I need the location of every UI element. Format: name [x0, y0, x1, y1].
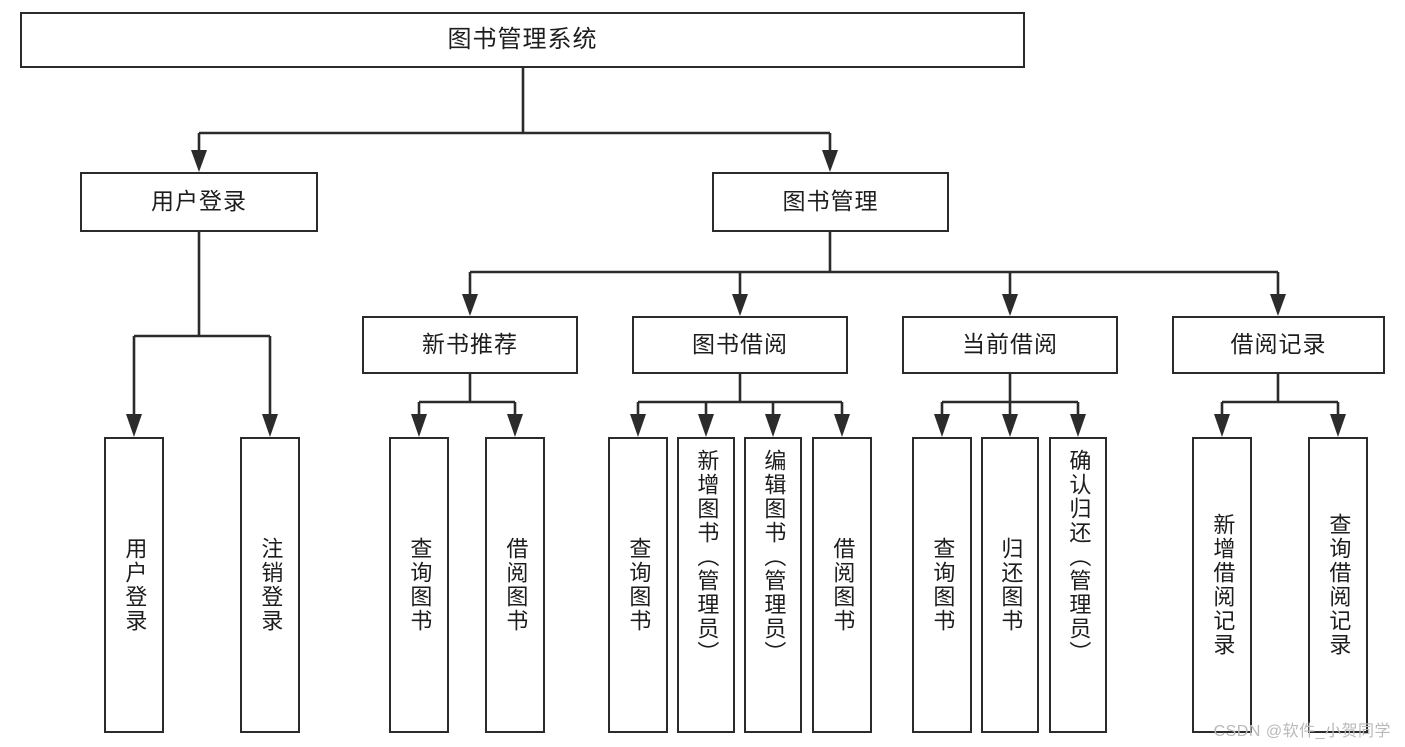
node-leaf-user-login[interactable]: 用户登录 [104, 437, 164, 733]
arrow-head-leaf-add-book [698, 414, 714, 437]
node-label: 新书推荐 [422, 331, 518, 358]
node-leaf-add-book[interactable]: 新增图书（管理员） [677, 437, 735, 733]
node-label: 用户登录 [151, 188, 247, 215]
node-leaf-logout[interactable]: 注销登录 [240, 437, 300, 733]
node-label: 查询图书 [930, 537, 956, 633]
node-label: 当前借阅 [962, 331, 1058, 358]
node-leaf-query-borrow-record[interactable]: 查询借阅记录 [1308, 437, 1368, 733]
node-label: 借阅图书 [830, 537, 856, 633]
arrow-head-leaf-logout [262, 414, 278, 437]
node-new-book-recommend[interactable]: 新书推荐 [362, 316, 578, 374]
arrow-head-leaf-query-book-1 [411, 414, 427, 437]
node-leaf-add-borrow-record[interactable]: 新增借阅记录 [1192, 437, 1252, 733]
node-leaf-borrow-book-recommend[interactable]: 借阅图书 [485, 437, 545, 733]
arrow-head-leaf-edit-book [765, 414, 781, 437]
node-label: 图书管理 [782, 188, 879, 215]
arrow-head-leaf-user-login [126, 414, 142, 437]
node-leaf-query-book-current[interactable]: 查询图书 [912, 437, 972, 733]
node-label: 注销登录 [258, 537, 284, 633]
arrow-head-leaf-query-book-3 [934, 414, 950, 437]
node-label: 查询借阅记录 [1326, 513, 1352, 657]
arrow-head-new-book-recommend [462, 294, 478, 316]
node-leaf-query-book-borrow[interactable]: 查询图书 [608, 437, 668, 733]
node-label: 新增借阅记录 [1210, 513, 1236, 657]
node-label: 查询图书 [407, 537, 433, 633]
node-root-book-management-system[interactable]: 图书管理系统 [20, 12, 1025, 68]
arrow-head-leaf-borrow-book-1 [507, 414, 523, 437]
node-leaf-query-book-recommend[interactable]: 查询图书 [389, 437, 449, 733]
node-label: 图书借阅 [692, 331, 788, 358]
arrow-head-leaf-query-book-2 [630, 414, 646, 437]
arrow-head-book-borrow [732, 294, 748, 316]
node-leaf-return-book[interactable]: 归还图书 [981, 437, 1039, 733]
arrow-head-leaf-add-record [1214, 414, 1230, 437]
node-label: 用户登录 [122, 537, 148, 633]
node-label: 图书管理系统 [447, 25, 598, 53]
node-label: 借阅图书 [503, 537, 529, 633]
node-label: 编辑图书（管理员） [761, 449, 787, 665]
node-leaf-edit-book[interactable]: 编辑图书（管理员） [744, 437, 802, 733]
arrow-head-book-manage [822, 150, 838, 172]
node-label: 归还图书 [998, 537, 1024, 633]
arrow-head-leaf-confirm-return [1070, 414, 1086, 437]
arrow-head-user-login [191, 150, 207, 172]
arrow-head-leaf-return-book [1002, 414, 1018, 437]
node-book-borrow[interactable]: 图书借阅 [632, 316, 848, 374]
node-borrow-record[interactable]: 借阅记录 [1172, 316, 1385, 374]
node-label: 新增图书（管理员） [694, 449, 720, 665]
node-label: 查询图书 [626, 537, 652, 633]
node-leaf-confirm-return[interactable]: 确认归还（管理员） [1049, 437, 1107, 733]
node-leaf-borrow-book-borrow[interactable]: 借阅图书 [812, 437, 872, 733]
node-book-manage[interactable]: 图书管理 [712, 172, 949, 232]
node-user-login[interactable]: 用户登录 [80, 172, 318, 232]
watermark-text: CSDN @软件_小贺同学 [1213, 723, 1391, 740]
arrow-head-borrow-record [1270, 294, 1286, 316]
node-current-borrow[interactable]: 当前借阅 [902, 316, 1118, 374]
arrow-head-leaf-query-record [1330, 414, 1346, 437]
node-label: 确认归还（管理员） [1066, 449, 1092, 665]
node-label: 借阅记录 [1230, 331, 1327, 358]
arrow-head-current-borrow [1002, 294, 1018, 316]
arrow-head-leaf-borrow-book-2 [834, 414, 850, 437]
